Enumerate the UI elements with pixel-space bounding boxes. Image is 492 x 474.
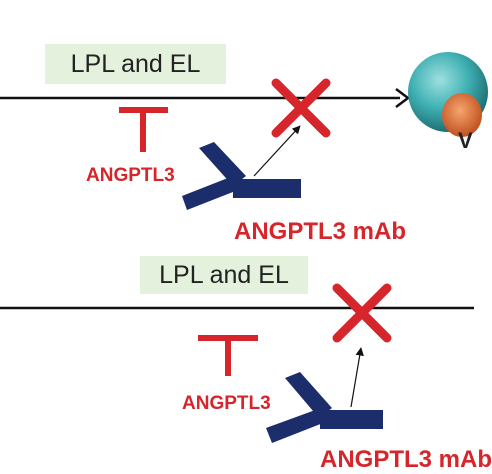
antibody-pointer-arrow xyxy=(350,347,364,408)
inhibitor-label: ANGPTL3 xyxy=(182,393,271,414)
lipoprotein-particle-icon xyxy=(408,52,488,137)
particle-label-partial: V xyxy=(458,128,473,153)
enzyme-label: LPL and EL xyxy=(159,260,289,289)
enzyme-label-box: LPL and EL xyxy=(45,44,226,84)
pathway-arrowhead xyxy=(395,88,411,108)
antibody-label: ANGPTL3 mAb xyxy=(320,446,492,473)
red-x-icon xyxy=(332,283,392,343)
inhibition-icon xyxy=(119,107,168,152)
enzyme-label: LPL and EL xyxy=(70,49,201,78)
antibody-icon xyxy=(182,142,301,210)
inhibitor-label: ANGPTL3 xyxy=(86,165,175,186)
panel-2 xyxy=(0,283,474,443)
antibody-label: ANGPTL3 mAb xyxy=(234,218,407,245)
inhibition-icon xyxy=(198,335,258,376)
antibody-icon xyxy=(266,372,383,443)
antibody-pointer-arrow xyxy=(253,125,301,177)
diagram-canvas xyxy=(0,52,488,443)
enzyme-label-box: LPL and EL xyxy=(140,256,308,294)
red-x-icon xyxy=(271,78,331,138)
panel-1 xyxy=(0,52,488,210)
